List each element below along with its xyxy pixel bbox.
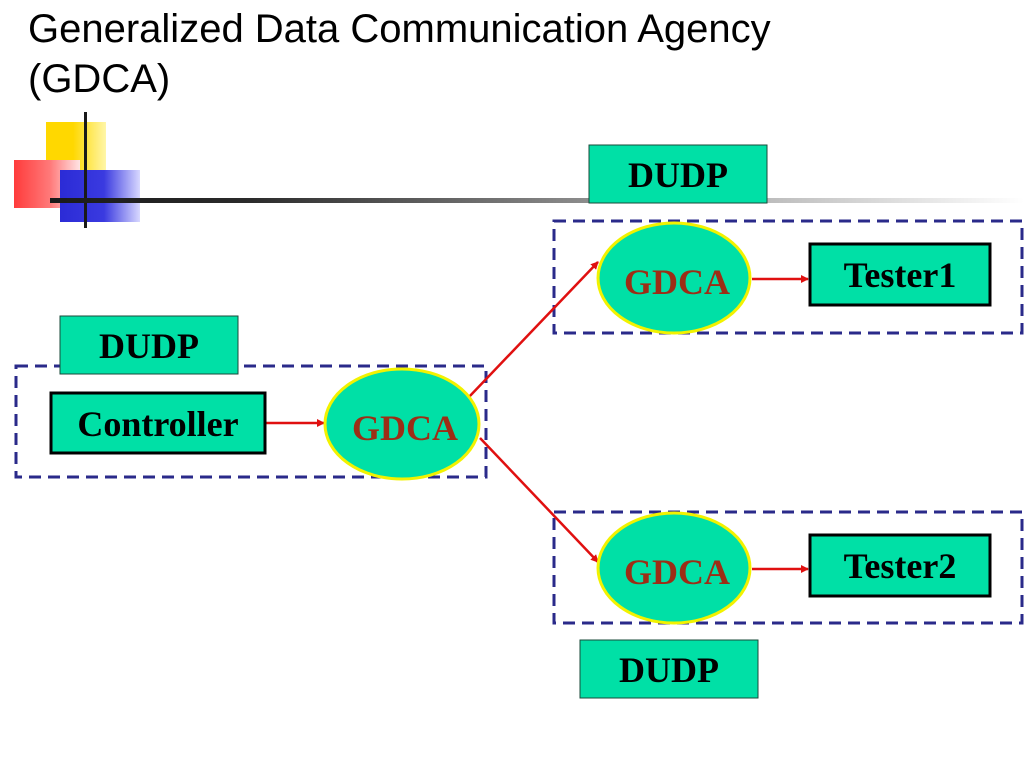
tester1-text: Tester1	[844, 255, 957, 295]
gdca-top-text: GDCA	[624, 262, 730, 302]
title-line-2: (GDCA)	[28, 57, 171, 101]
arrow-gdca-to-gdca-bottom	[479, 437, 599, 563]
arrow-gdca-to-gdca-top	[467, 261, 599, 399]
tester1-node: Tester1	[808, 242, 992, 307]
controller-group-border	[14, 364, 488, 479]
decor-blue-square	[60, 170, 140, 222]
gdca-center-text: GDCA	[352, 408, 458, 448]
gdca-center-node: GDCA	[323, 367, 481, 481]
slide-title: Generalized Data Communication Agency (G…	[28, 4, 988, 104]
dudp-label-top: DUDP	[588, 144, 768, 204]
tester2-text: Tester2	[844, 546, 957, 586]
controller-text: Controller	[77, 404, 238, 444]
decor-horizontal-line	[50, 198, 1024, 203]
title-line-1: Generalized Data Communication Agency	[28, 7, 771, 51]
dudp-label-bottom: DUDP	[579, 639, 759, 699]
tester2-node: Tester2	[808, 533, 992, 598]
dudp-label-left: DUDP	[59, 315, 239, 375]
dudp-bottom-text: DUDP	[619, 650, 719, 690]
decor-vertical-line	[84, 112, 87, 228]
tester1-group-border	[552, 219, 1024, 335]
gdca-top-node: GDCA	[596, 221, 752, 335]
controller-node: Controller	[49, 391, 267, 455]
gdca-bottom-node: GDCA	[596, 511, 752, 625]
dudp-left-text: DUDP	[99, 326, 199, 366]
tester2-group-border	[552, 510, 1024, 625]
gdca-bottom-text: GDCA	[624, 552, 730, 592]
dudp-top-text: DUDP	[628, 155, 728, 195]
